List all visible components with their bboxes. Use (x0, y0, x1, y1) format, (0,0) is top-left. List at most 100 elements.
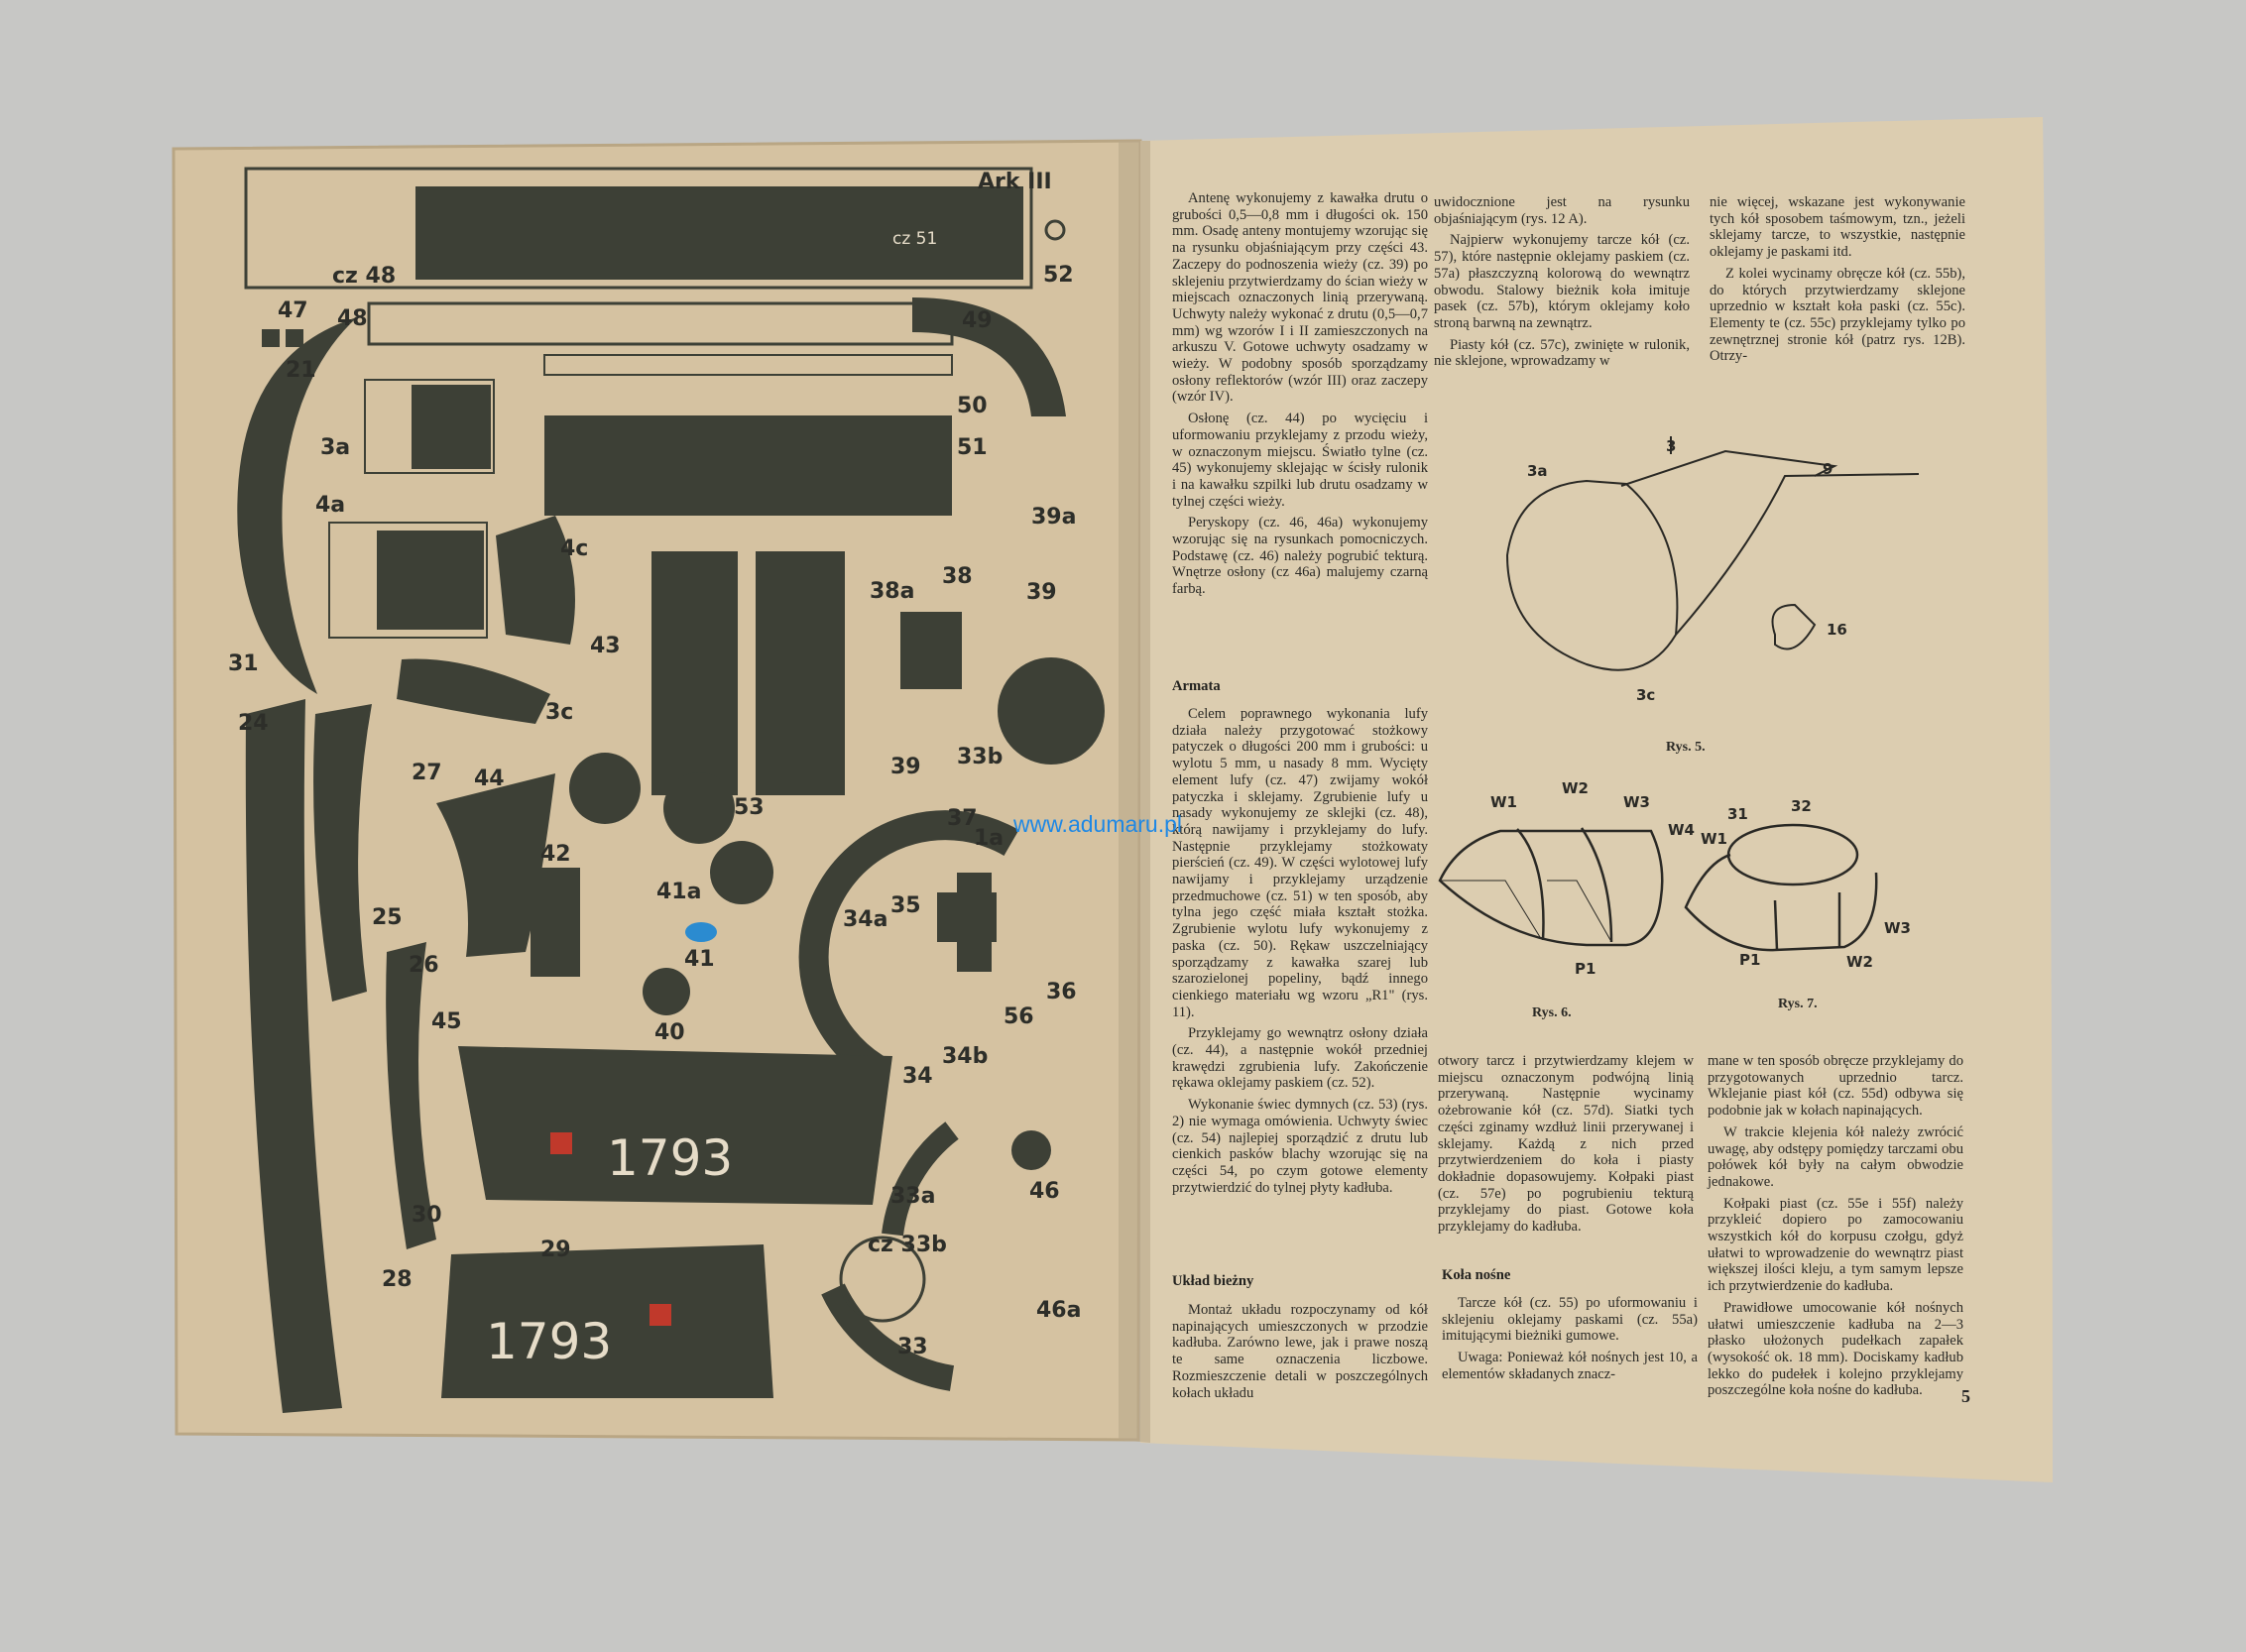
part-label: 30 (412, 1203, 442, 1228)
figure-label: P1 (1739, 951, 1760, 969)
part-label: 52 (1043, 263, 1074, 288)
part-label: 37 (947, 806, 978, 831)
column-3-top: nie więcej, wskazane jest wykonywanie ty… (1710, 194, 1965, 370)
column-1-top: Antenę wykonujemy z kawałka drutu o grub… (1172, 190, 1428, 603)
column-2-top: uwidocznione jest na rysunku objaśniając… (1434, 194, 1690, 375)
figure-rys7: 31 32 W1 W3 W2 P1 Rys. 7. (1684, 797, 1911, 1011)
part-label: 51 (957, 435, 988, 460)
part-label: 49 (962, 308, 993, 333)
paragraph: Najpierw wykonujemy tarcze kół (cz. 57),… (1434, 232, 1690, 331)
part-label: 3a (320, 435, 350, 460)
figure-caption: Rys. 6. (1532, 1005, 1572, 1020)
part-label: 33 (897, 1335, 928, 1359)
part-label: 46 (1029, 1179, 1060, 1204)
inner-label-56: 56 (1004, 1004, 1034, 1029)
part-label: 46a (1036, 1298, 1081, 1323)
part-label: 40 (654, 1020, 685, 1045)
part-label: 34a (843, 907, 887, 932)
paragraph: Wykonanie świec dymnych (cz. 53) (rys. 2… (1172, 1097, 1428, 1196)
paragraph: Celem poprawnego wykonania lufy działa n… (1172, 706, 1428, 1020)
inner-label-cz51: cz 51 (892, 229, 937, 249)
sheet-label: Ark III (978, 170, 1052, 194)
part-label: 3c (545, 700, 573, 725)
paragraph: uwidocznione jest na rysunku objaśniając… (1434, 194, 1690, 227)
part-label: 39 (890, 755, 921, 779)
part-label: 39 (1026, 580, 1057, 605)
figure-caption: Rys. 5. (1666, 740, 1706, 755)
figure-label: P1 (1575, 960, 1596, 978)
figure-label: 16 (1827, 621, 1847, 639)
part-label: 34 (902, 1064, 933, 1089)
figure-label: 9 (1823, 460, 1832, 478)
part-label: 25 (372, 905, 403, 930)
part-label: 34b (942, 1044, 988, 1069)
figure-label: 3a (1527, 462, 1548, 480)
part-label: 28 (382, 1267, 413, 1292)
part-labels: Ark III cz 48 cz 51 cz 33b 56 47 21 48 5… (228, 170, 1081, 1370)
paragraph: nie więcej, wskazane jest wykonywanie ty… (1710, 194, 1965, 261)
figure-label: W3 (1884, 919, 1911, 937)
figure-rys5: 3a 3 9 16 3c Rys. 5. (1505, 436, 1920, 755)
insignia-icon (550, 1132, 572, 1154)
hull-number: 1793 (486, 1313, 612, 1370)
figure-rys6: W1 W2 W3 W4 P1 Rys. 6. (1438, 779, 1695, 1020)
paragraph: Prawidłowe umocowanie kół nośnych ułatwi… (1708, 1299, 1963, 1399)
paragraph: Montaż układu rozpoczynamy od kół napina… (1172, 1302, 1428, 1401)
figure-label: W2 (1846, 953, 1873, 971)
part-label: 36 (1046, 980, 1077, 1004)
part-label: 31 (228, 651, 259, 676)
paragraph: otwory tarcz i przytwierdzamy klejem w m… (1438, 1053, 1694, 1236)
paragraph: Piasty kół (cz. 57c), zwinięte w rulonik… (1434, 336, 1690, 370)
paragraph: Peryskopy (cz. 46, 46a) wykonujemy wzoru… (1172, 515, 1428, 598)
figure-label: W3 (1623, 793, 1650, 811)
part-label: 27 (412, 761, 442, 785)
part-label: 42 (540, 842, 571, 867)
part-label: 4c (560, 536, 588, 561)
section-heading-armata: Armata (1172, 678, 1221, 694)
figure-label: W1 (1701, 830, 1727, 848)
part-label: 50 (957, 394, 988, 418)
figure-label: 3c (1636, 686, 1655, 704)
paragraph: Osłonę (cz. 44) po wycięciu i uformowani… (1172, 411, 1428, 510)
watermark: www.adumaru.pl (1013, 811, 1183, 837)
column-1-uklad: Montaż układu rozpoczynamy od kół napina… (1172, 1302, 1428, 1406)
part-label: 47 (278, 298, 308, 323)
column-1-armata: Celem poprawnego wykonania lufy działa n… (1172, 706, 1428, 1201)
figure-label: W4 (1668, 821, 1695, 839)
paragraph: Z kolei wycinamy obręcze kół (cz. 55b), … (1710, 265, 1965, 365)
part-label: 1a (974, 826, 1004, 851)
page-gutter-shadow (1119, 141, 1150, 1443)
column-2-kola: Tarcze kół (cz. 55) po uformowaniu i skl… (1442, 1295, 1698, 1388)
right-page (1140, 117, 2053, 1482)
column-2-bottom: otwory tarcz i przytwierdzamy klejem w m… (1438, 1053, 1694, 1240)
figure-label: 3 (1666, 437, 1676, 455)
paragraph: Kołpaki piast (cz. 55e i 55f) należy prz… (1708, 1195, 1963, 1295)
part-label: 35 (890, 893, 921, 918)
inner-label-cz33b: cz 33b (868, 1233, 947, 1257)
figure-label: W2 (1562, 779, 1589, 797)
page-number: 5 (1961, 1386, 1970, 1406)
part-label: 45 (431, 1009, 462, 1034)
paragraph: Tarcze kół (cz. 55) po uformowaniu i skl… (1442, 1295, 1698, 1345)
inner-label-cz48: cz 48 (332, 264, 396, 289)
paragraph: Przyklejamy go wewnątrz osłony działa (c… (1172, 1025, 1428, 1092)
figure-caption: Rys. 7. (1778, 997, 1818, 1011)
insignia-icon (650, 1304, 671, 1326)
part-label: 39a (1031, 505, 1076, 530)
part-label: 53 (734, 795, 765, 820)
part-label: 48 (337, 306, 368, 331)
part-label: 29 (540, 1238, 571, 1262)
paragraph: Antenę wykonujemy z kawałka drutu o grub… (1172, 190, 1428, 406)
part-label: 26 (409, 953, 439, 978)
part-label: 43 (590, 634, 621, 658)
parts-sheet (237, 167, 1105, 1413)
paragraph: Uwaga: Ponieważ kół nośnych jest 10, a e… (1442, 1350, 1698, 1382)
section-heading-uklad-biezny: Układ bieżny (1172, 1273, 1254, 1289)
section-heading-kola-nosne: Koła nośne (1442, 1267, 1511, 1283)
part-label: 38 (942, 564, 973, 589)
part-label: 41 (684, 947, 715, 972)
paragraph: mane w ten sposób obręcze przyklejamy do… (1708, 1053, 1963, 1120)
column-3-bottom: mane w ten sposób obręcze przyklejamy do… (1708, 1053, 1963, 1404)
part-label: 44 (474, 767, 505, 791)
